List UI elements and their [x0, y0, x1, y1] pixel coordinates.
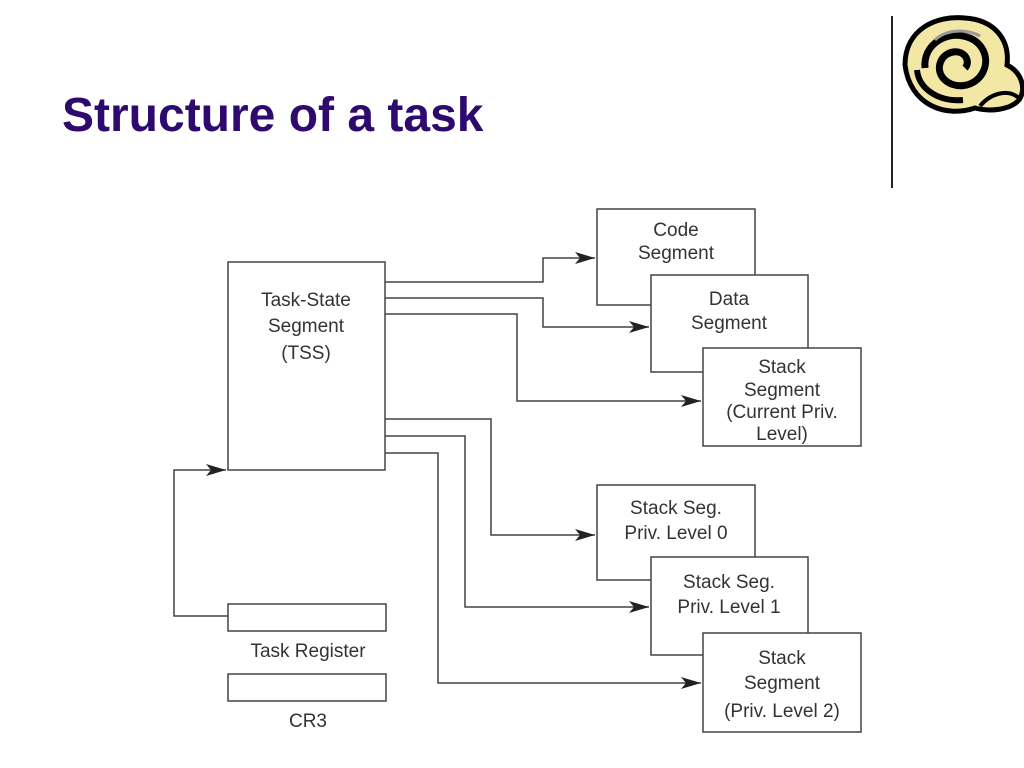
stack-pl2-label-3: (Priv. Level 2) — [724, 701, 840, 722]
arrow-task-register-to-tss — [173, 464, 228, 617]
arrow-to-stack-pl2 — [385, 452, 701, 689]
tss-label-2: Segment — [268, 316, 345, 337]
arrow-to-code-segment — [385, 252, 595, 283]
arrow-to-stack-pl0 — [385, 418, 595, 541]
stack-pl1-label-2: Priv. Level 1 — [677, 597, 780, 618]
code-segment-label-2: Segment — [638, 243, 715, 264]
stack-current-label-3: (Current Priv. — [726, 402, 838, 423]
tss-label-1: Task-State — [261, 290, 351, 311]
divider-line — [891, 16, 893, 188]
data-segment-label-2: Segment — [691, 313, 768, 334]
stack-pl0-label-1: Stack Seg. — [630, 498, 722, 519]
stack-pl1-label-1: Stack Seg. — [683, 572, 775, 593]
arrow-to-stack-pl1 — [385, 435, 649, 613]
arrow-to-stack-current — [385, 313, 701, 407]
tss-label-3: (TSS) — [281, 343, 331, 364]
stack-current-label-4: Level) — [756, 424, 808, 445]
stack-pl2-label-2: Segment — [744, 673, 821, 694]
arrow-to-data-segment — [385, 297, 649, 333]
tss-box — [227, 261, 386, 471]
cr3-label: CR3 — [289, 711, 327, 732]
stack-current-box — [702, 347, 862, 447]
cr3-box — [227, 673, 387, 702]
code-segment-label-1: Code — [653, 220, 698, 241]
stack-current-label-2: Segment — [744, 380, 821, 401]
data-segment-label-1: Data — [709, 289, 750, 310]
task-register-box — [227, 603, 387, 632]
stack-current-label-1: Stack — [758, 357, 806, 378]
scroll-icon — [902, 15, 1024, 114]
task-register-label: Task Register — [250, 641, 366, 662]
stack-pl2-box — [702, 632, 862, 733]
stack-pl2-label-1: Stack — [758, 648, 806, 669]
stack-pl0-label-2: Priv. Level 0 — [624, 523, 727, 544]
slide-title: Structure of a task — [62, 89, 484, 142]
